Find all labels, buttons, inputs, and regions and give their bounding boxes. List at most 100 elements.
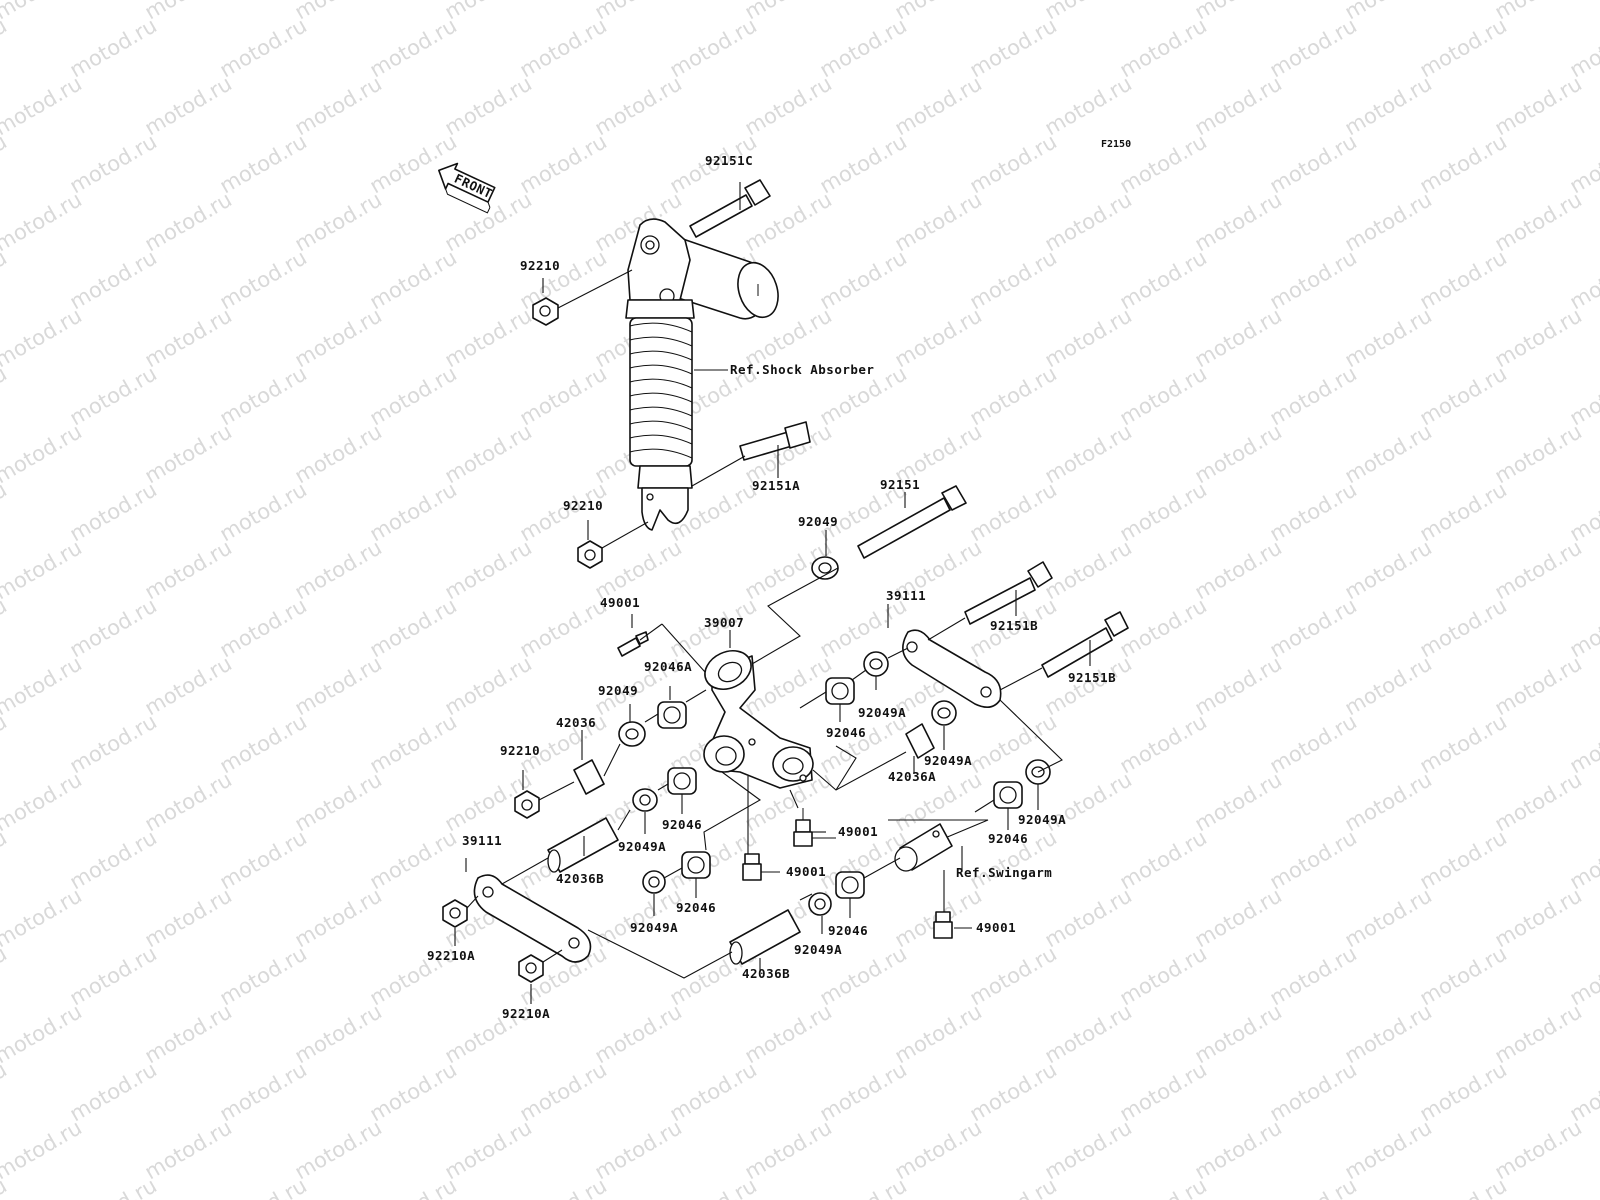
sleeve-42036A: [905, 723, 935, 759]
label-seal-92049A-mid: 92049A: [618, 839, 666, 854]
watermark-text: motod.ru: [441, 71, 536, 140]
seal-92049-upper: [811, 556, 839, 580]
figure-code: F2150: [1101, 139, 1131, 150]
watermark-text: motod.ru: [1491, 883, 1586, 952]
watermark-text: motod.ru: [291, 187, 386, 256]
watermark-text: motod.ru: [0, 0, 86, 24]
watermark-text: motod.ru: [1191, 0, 1286, 24]
watermark-text: motod.ru: [1491, 187, 1586, 256]
seal-92049A-right-upper: [863, 651, 889, 677]
watermark-text: motod.ru: [1266, 13, 1361, 82]
watermark-text: motod.ru: [1116, 941, 1211, 1010]
watermark-text: motod.ru: [591, 883, 686, 952]
watermark-text: motod.ru: [216, 941, 311, 1010]
label-bearing-92046A: 92046A: [644, 659, 692, 674]
watermark-text: motod.ru: [966, 361, 1061, 430]
watermark-text: motod.ru: [66, 709, 161, 778]
bolt-92151B-lower: [1041, 611, 1129, 678]
label-fitting-49001-mid: 49001: [786, 864, 826, 879]
watermark-text: motod.ru: [66, 13, 161, 82]
watermark-text: motod.ru: [1491, 419, 1586, 488]
sleeve-42036B-lower-left: [547, 817, 619, 873]
watermark-text: motod.ru: [891, 1115, 986, 1184]
watermark-text: motod.ru: [966, 13, 1061, 82]
seal-92049A-lower: [642, 870, 666, 894]
watermark-text: motod.ru: [516, 1057, 611, 1126]
watermark-text: motod.ru: [1416, 593, 1511, 662]
watermark-text: motod.ru: [291, 767, 386, 836]
watermark-text: motod.ru: [966, 941, 1061, 1010]
watermark-text: motod.ru: [0, 651, 86, 720]
label-bolt-92151B-upper: 92151B: [990, 618, 1038, 633]
watermark-text: motod.ru: [0, 477, 11, 546]
watermark-text: motod.ru: [366, 245, 461, 314]
watermark-text: motod.ru: [366, 593, 461, 662]
watermark-text: motod.ru: [366, 361, 461, 430]
watermark-text: motod.ru: [1566, 1173, 1600, 1200]
watermark-text: motod.ru: [141, 535, 236, 604]
watermark-text: motod.ru: [1341, 419, 1436, 488]
watermark-text: motod.ru: [966, 1173, 1061, 1200]
watermark-text: motod.ru: [816, 129, 911, 198]
label-seal-92049A-right-mid: 92049A: [924, 753, 972, 768]
watermark-text: motod.ru: [441, 1115, 536, 1184]
label-seal-92049A-right-upper: 92049A: [858, 705, 906, 720]
watermark-text: motod.ru: [1566, 825, 1600, 894]
label-bearing-92046-swingarm: 92046: [828, 923, 868, 938]
watermark-text: motod.ru: [291, 303, 386, 372]
label-fitting-49001-mid-right: 49001: [838, 824, 878, 839]
watermark-text: motod.ru: [1266, 1173, 1361, 1200]
watermark-text: motod.ru: [966, 245, 1061, 314]
watermark-text: motod.ru: [1041, 71, 1136, 140]
watermark-text: motod.ru: [1566, 941, 1600, 1010]
watermark-text: motod.ru: [1041, 187, 1136, 256]
watermark-text: motod.ru: [0, 535, 86, 604]
label-bearing-92046-far-right: 92046: [988, 831, 1028, 846]
watermark-text: motod.ru: [0, 1115, 86, 1184]
bearing-92046A: [657, 701, 687, 729]
watermark-text: motod.ru: [0, 1057, 11, 1126]
watermark-text: motod.ru: [0, 825, 11, 894]
shock-spring: [629, 322, 693, 459]
watermark-text: motod.ru: [441, 419, 536, 488]
watermark-text: motod.ru: [216, 1057, 311, 1126]
watermark-text: motod.ru: [1191, 999, 1286, 1068]
watermark-text: motod.ru: [1041, 535, 1136, 604]
watermark-text: motod.ru: [0, 709, 11, 778]
label-bolt-92151: 92151: [880, 477, 920, 492]
watermark-text: motod.ru: [216, 709, 311, 778]
watermark-text: motod.ru: [1566, 709, 1600, 778]
fitting-49001-mid-right: [793, 808, 813, 847]
watermark-text: motod.ru: [0, 419, 86, 488]
watermark-text: motod.ru: [0, 361, 11, 430]
watermark-text: motod.ru: [1341, 999, 1436, 1068]
watermark-text: motod.ru: [66, 361, 161, 430]
watermark-text: motod.ru: [366, 477, 461, 546]
label-rocker-39007: 39007: [704, 615, 744, 630]
watermark-text: motod.ru: [1491, 999, 1586, 1068]
label-nut-92210A-left: 92210A: [427, 948, 475, 963]
spring-coil: [629, 336, 693, 347]
watermark-text: motod.ru: [66, 129, 161, 198]
watermark-text: motod.ru: [891, 303, 986, 372]
label-sleeve-42036B-lower: 42036B: [742, 966, 790, 981]
label-bearing-92046-lower: 92046: [676, 900, 716, 915]
nut-92210-top: [532, 297, 559, 326]
watermark-text: motod.ru: [141, 71, 236, 140]
watermark-text: motod.ru: [66, 1173, 161, 1200]
watermark-text: motod.ru: [441, 651, 536, 720]
watermark-text: motod.ru: [666, 1173, 761, 1200]
watermark-text: motod.ru: [1191, 883, 1286, 952]
watermark-text: motod.ru: [816, 13, 911, 82]
watermark-text: motod.ru: [591, 71, 686, 140]
watermark-text: motod.ru: [1116, 361, 1211, 430]
nut-92210-mid: [577, 540, 603, 569]
front-arrow: FRONT: [438, 162, 496, 214]
watermark-text: motod.ru: [1341, 767, 1436, 836]
watermark-text: motod.ru: [516, 361, 611, 430]
watermark-text: motod.ru: [291, 651, 386, 720]
watermark-text: motod.ru: [966, 1057, 1061, 1126]
watermark-text: motod.ru: [516, 593, 611, 662]
